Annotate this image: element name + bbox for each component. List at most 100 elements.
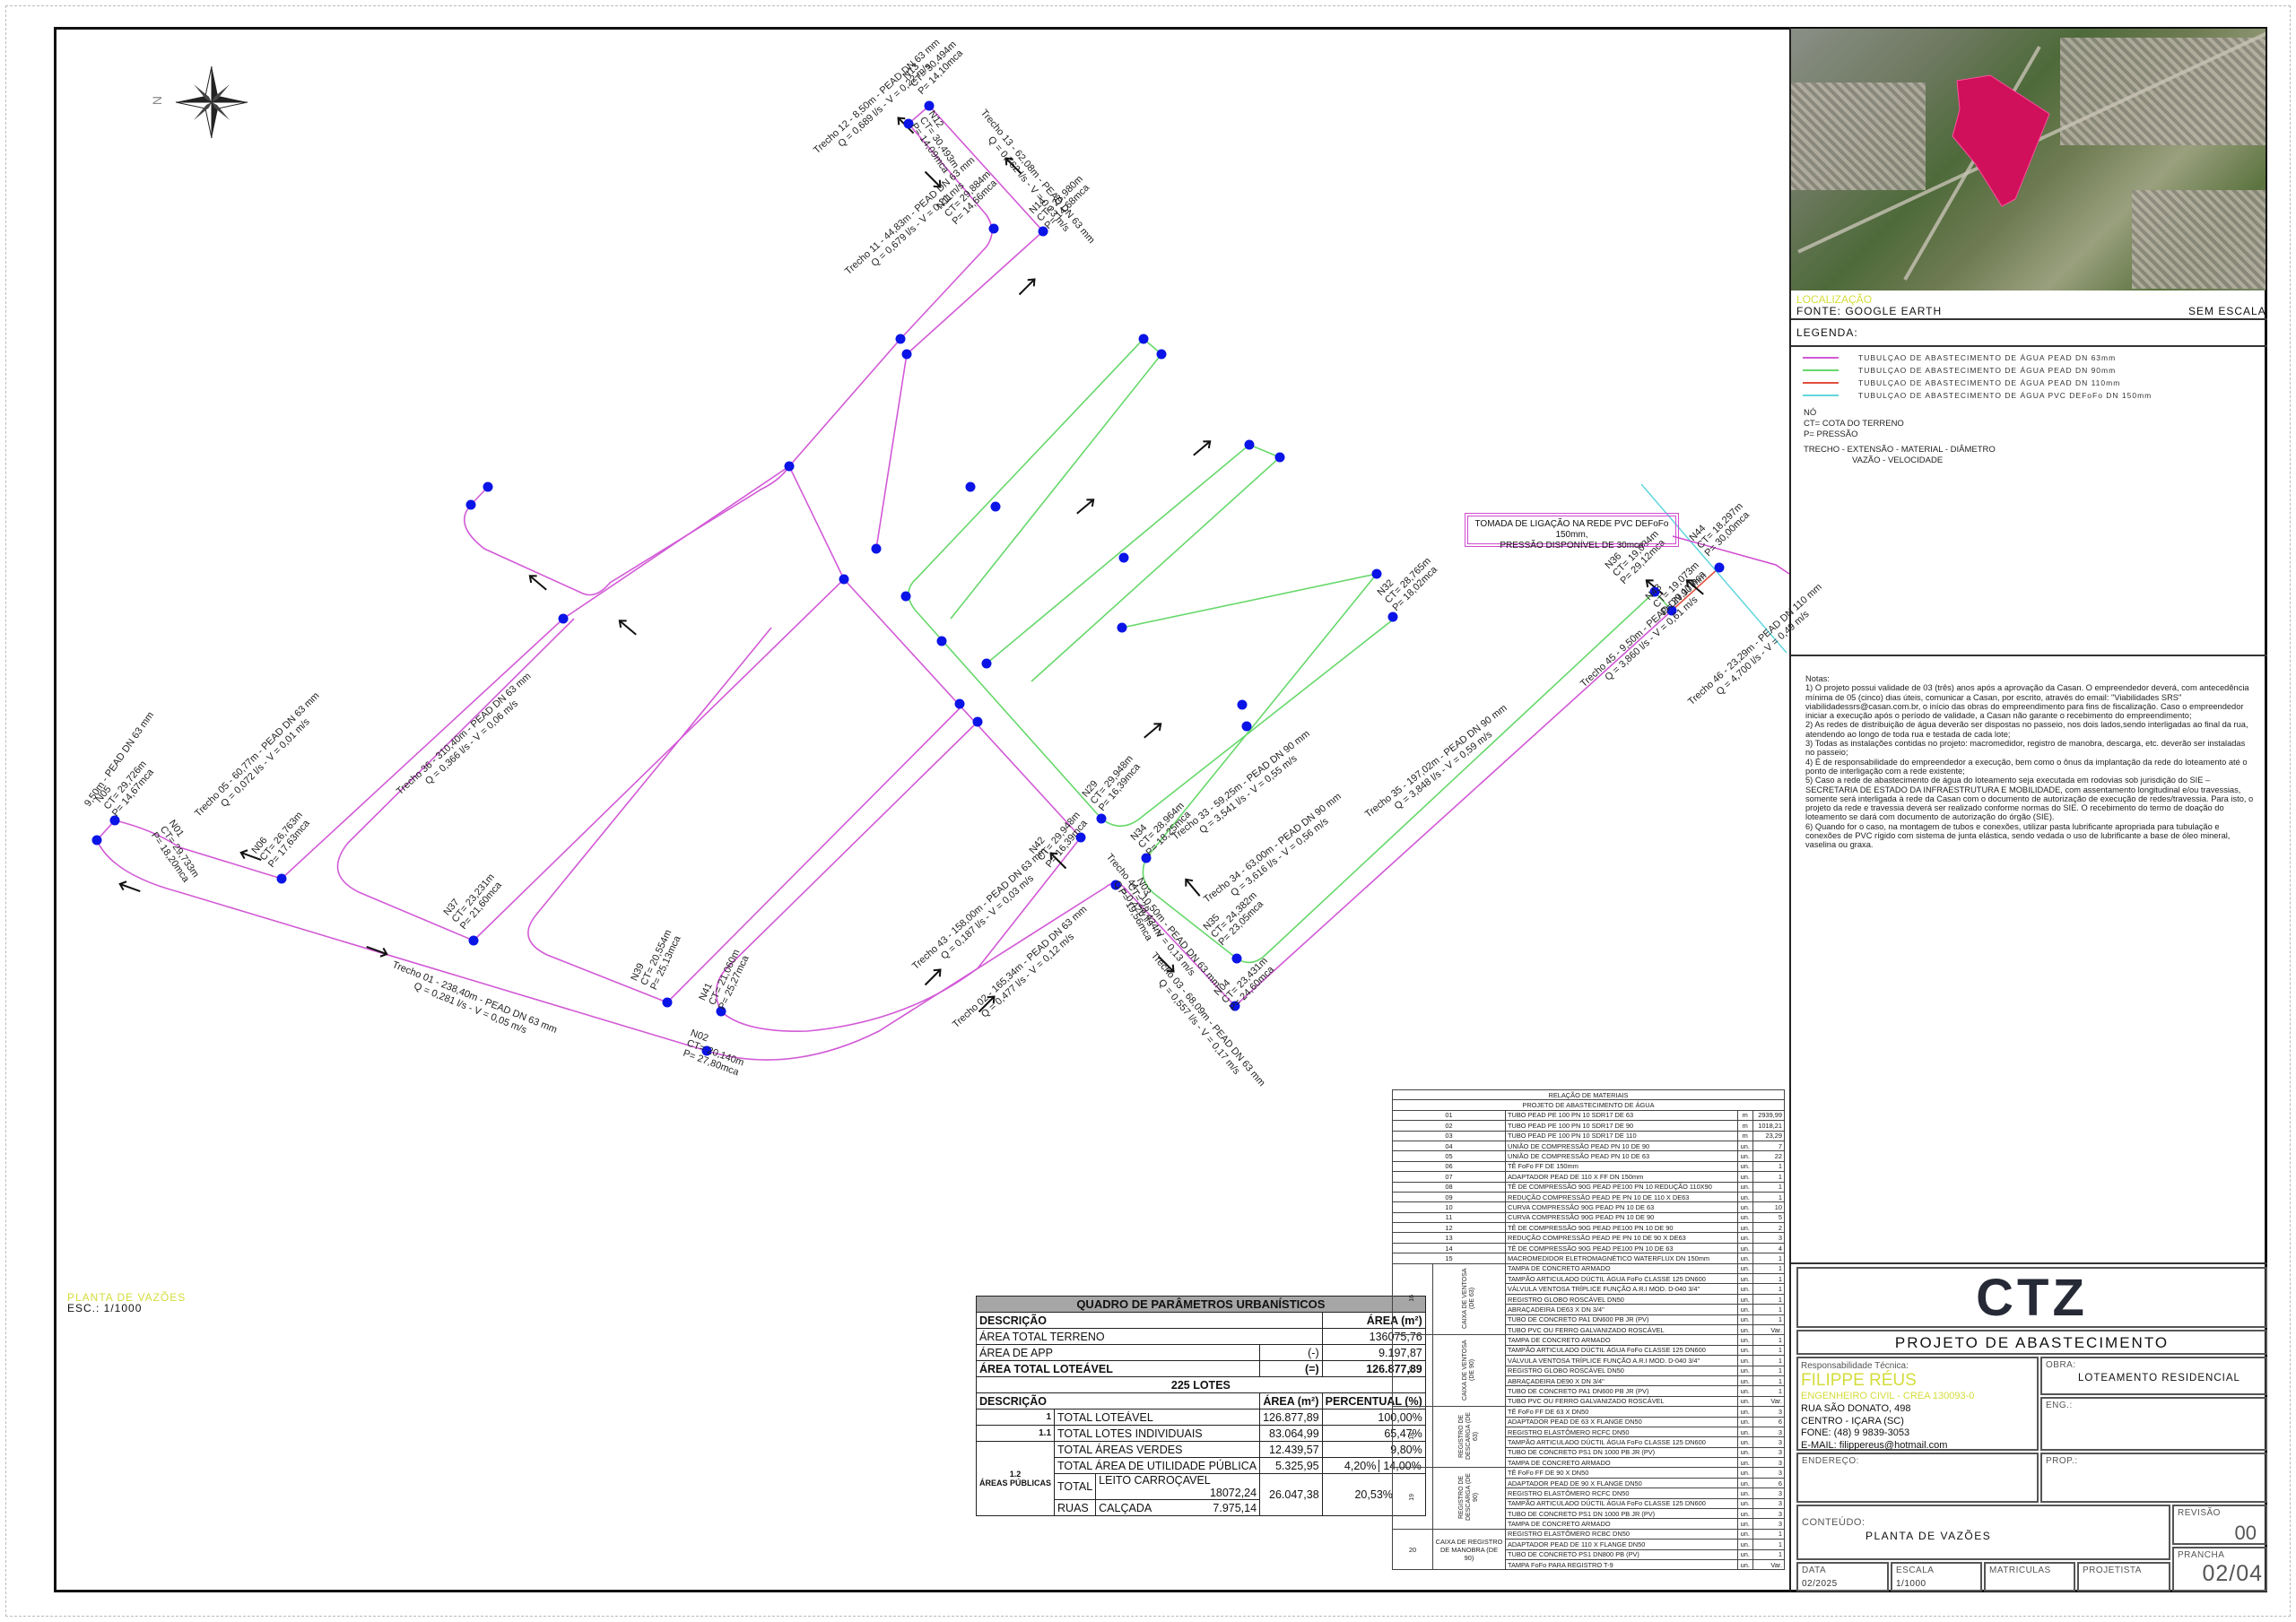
item-unit: un. [1736, 1160, 1753, 1173]
item-description: TUBO PEAD PE 100 PN 10 SDR17 DE 110 [1505, 1130, 1738, 1141]
material-row: TAMPÃO ARTICULADO DÚCTIL ÁGUA FoFo CLASS… [1393, 1497, 1786, 1510]
pipe-dn63 [715, 721, 978, 1012]
pipe-dn63 [527, 627, 772, 1003]
note-item: 3) Todas as instalações contidas no proj… [1805, 739, 2246, 758]
item-unit: un. [1736, 1140, 1753, 1152]
group-name-text: CAIXA DE REGISTRO DE MANOBRA (DE 90) [1435, 1537, 1503, 1562]
group-name-text: REGISTRO DE DESCARGA (DE 63) [1458, 1412, 1479, 1461]
node-marker [784, 461, 795, 472]
item-unit: un. [1736, 1426, 1753, 1438]
pipe-dn63 [666, 707, 961, 1003]
note-item: 1) O projeto possui validade de 03 (três… [1805, 683, 2249, 721]
item-qty: 3 [1752, 1467, 1786, 1479]
group-name: REGISTRO DE DESCARGA (DE 90) [1432, 1467, 1506, 1530]
item-qty: 1 [1752, 1344, 1786, 1357]
prancha-value: 02/04 [2202, 1561, 2263, 1586]
note-item: 6) Quando for o caso, na montagem de tub… [1805, 821, 2231, 850]
flow-arrow-icon [1049, 852, 1067, 870]
material-row: TUBO DE CONCRETO PS1 DN800 PB (PV)un.1 [1393, 1548, 1786, 1560]
legend-label: TUBULÇAO DE ABASTECIMENTO DE ÁGUA PVC DE… [1858, 391, 2152, 400]
material-row: TUBO DE CONCRETO PS1 DN 1000 PB JR (PV)u… [1393, 1507, 1786, 1520]
row-op: (=) [1259, 1360, 1323, 1377]
item-description: TUBO DE CONCRETO PA1 DN600 PB JR (PV) [1505, 1385, 1738, 1397]
node-marker [988, 223, 999, 234]
item-unit: un. [1736, 1323, 1753, 1336]
item-qty: 1 [1752, 1385, 1786, 1397]
notes-section: Notas: 1) O projeto possui validade de 0… [1805, 674, 2254, 850]
item-qty: 1 [1752, 1365, 1786, 1376]
item-unit: un. [1736, 1222, 1753, 1234]
group-code-text: 16 [1409, 1295, 1415, 1302]
item-description: TAMPA DE CONCRETO ARMADO [1505, 1262, 1738, 1275]
node-marker [1141, 853, 1152, 863]
item-unit: un. [1736, 1201, 1753, 1213]
data-value: 02/2025 [1802, 1579, 1838, 1589]
row-pct: 4,20% [1344, 1459, 1377, 1472]
item-unit: un. [1736, 1497, 1753, 1510]
row-label: CALÇADA [1099, 1501, 1152, 1514]
item-unit: un. [1736, 1395, 1753, 1408]
row-label: LEITO CARROÇAVEL [1099, 1474, 1211, 1487]
item-description: TUBO DE CONCRETO PA1 DN600 PB JR (PV) [1505, 1314, 1738, 1326]
item-unit: un. [1736, 1539, 1753, 1550]
sheet-trim-border [5, 5, 2291, 1617]
item-description: ADAPTADOR PEAD DE 90 X FLANGE DN50 [1505, 1477, 1738, 1489]
group-code-text: 19 [1409, 1494, 1415, 1502]
materials-subtitle: PROJETO DE ABASTECIMENTO DE ÁGUA [1392, 1099, 1785, 1111]
node-marker [871, 543, 882, 554]
conteudo-label: CONTEÚDO: [1802, 1517, 1866, 1528]
row-label: TOTAL ÁREAS VERDES [1054, 1441, 1261, 1458]
item-qty: Var. [1752, 1558, 1786, 1571]
item-description: CURVA COMPRESSÃO 90G PEAD PN 10 DE 90 [1505, 1211, 1738, 1224]
row-value: 26.047,38 [1259, 1473, 1323, 1516]
item-qty: 3 [1752, 1457, 1786, 1469]
eng-cell: ENG.: [2040, 1397, 2267, 1451]
group-name: REGISTRO DE DESCARGA (DE 63) [1432, 1406, 1506, 1469]
node-marker [558, 613, 569, 624]
item-description: UNIÃO DE COMPRESSÃO PEAD PN 10 DE 90 [1505, 1140, 1738, 1152]
item-code: 03 [1392, 1130, 1506, 1141]
group-code: 17 [1392, 1334, 1433, 1408]
item-description: TUBO DE CONCRETO PS1 DN 1000 PB JR (PV) [1505, 1446, 1738, 1459]
item-description: TAMPA DE CONCRETO ARMADO [1505, 1334, 1738, 1346]
item-unit: un. [1736, 1211, 1753, 1224]
location-aerial-image [1791, 29, 2266, 291]
item-unit: un. [1736, 1314, 1753, 1326]
node-marker [1231, 953, 1242, 964]
node-marker [924, 100, 935, 111]
item-unit: un. [1736, 1385, 1753, 1397]
col-header: DESCRIÇÃO [975, 1392, 1261, 1409]
item-qty: 1 [1752, 1548, 1786, 1560]
pipe-dn63 [336, 618, 575, 941]
row-label: TOTAL ÁREA DE UTILIDADE PÚBLICA [1054, 1457, 1261, 1474]
escala-value: 1/1000 [1896, 1579, 1926, 1589]
projetista-cell: PROJETISTA [2077, 1562, 2170, 1592]
node-marker [965, 481, 976, 492]
item-unit: un. [1736, 1191, 1753, 1203]
item-unit: un. [1736, 1467, 1753, 1479]
pipe-dn90 [986, 444, 1282, 682]
item-code: 05 [1392, 1150, 1506, 1162]
item-code: 07 [1392, 1171, 1506, 1183]
item-unit: un. [1736, 1304, 1753, 1315]
node-marker [1118, 552, 1129, 563]
item-code: 04 [1392, 1140, 1506, 1152]
item-qty: 1 [1752, 1160, 1786, 1173]
item-qty: 6 [1752, 1416, 1786, 1427]
item-code: 12 [1392, 1222, 1506, 1234]
item-qty: 1 [1752, 1262, 1786, 1275]
note-item: 2) As redes de distribuição de água deve… [1805, 720, 2248, 739]
revisao-cell: REVISÃO 00 [2172, 1505, 2267, 1545]
title-block: CTZ PROJETO DE ABASTECIMENTO Responsabil… [1796, 1267, 2267, 1592]
item-qty: 1 [1752, 1171, 1786, 1183]
row-number: 1.2 [1009, 1470, 1022, 1479]
item-qty: 1 [1752, 1528, 1786, 1540]
item-qty: 3 [1752, 1497, 1786, 1510]
obra-value: LOTEAMENTO RESIDENCIAL [2078, 1373, 2240, 1383]
